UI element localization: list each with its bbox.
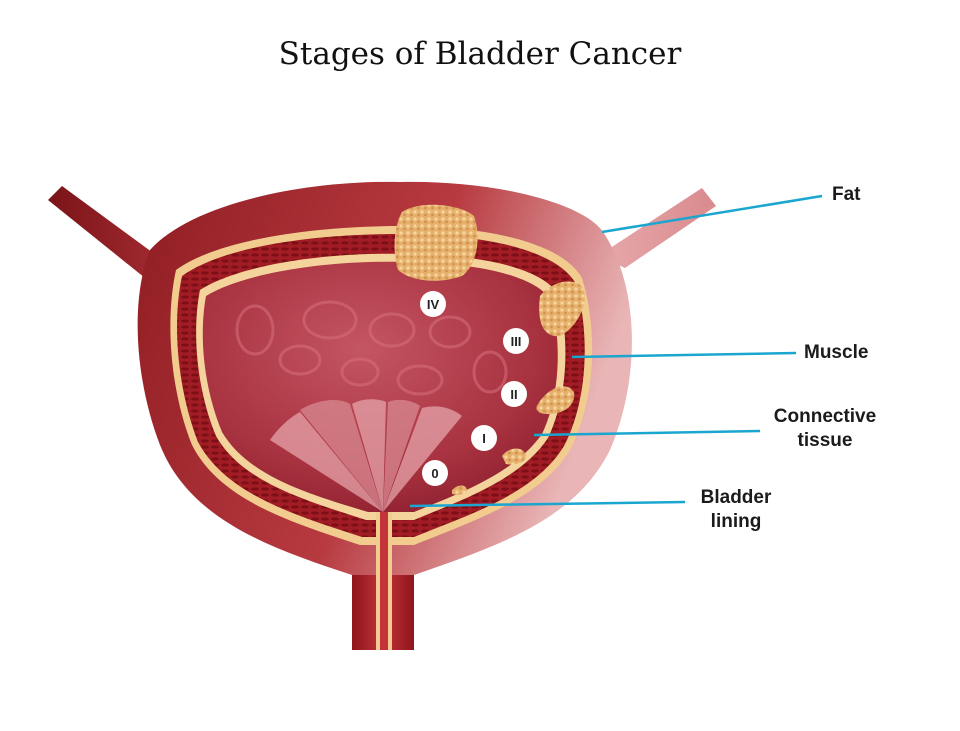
connective-pointer-line: [533, 429, 761, 437]
label-fat: Fat: [832, 183, 861, 207]
svg-text:IV: IV: [427, 297, 440, 312]
stage-marker-0: 0: [422, 460, 448, 486]
label-bladder-lining: Bladder lining: [686, 486, 786, 534]
label-muscle: Muscle: [804, 341, 868, 365]
label-connective-tissue: Connective tissue: [760, 405, 890, 453]
stage-marker-i: I: [471, 425, 497, 451]
label-fat-text: Fat: [832, 184, 861, 205]
svg-text:III: III: [511, 334, 522, 349]
stage-marker-iv: IV: [420, 291, 446, 317]
label-lining-line2: lining: [710, 511, 762, 532]
interior-texture: [235, 300, 508, 396]
label-lining-line1: Bladder: [700, 487, 772, 508]
left-ureter: [48, 186, 160, 282]
svg-text:II: II: [510, 387, 517, 402]
tumor-stage-i: [502, 448, 526, 465]
muscle-pointer-line: [571, 351, 797, 359]
right-ureter: [598, 188, 716, 268]
fat-pointer-line: [601, 194, 823, 234]
label-muscle-text: Muscle: [804, 342, 869, 363]
tumor-stage-0: [452, 485, 467, 495]
tumor-stage-ii: [536, 386, 575, 414]
svg-text:0: 0: [431, 466, 438, 481]
lining-pointer-line: [409, 500, 686, 508]
label-connective-line2: tissue: [797, 430, 853, 451]
trigone-folds: [270, 399, 462, 512]
svg-text:I: I: [482, 431, 486, 446]
label-connective-line1: Connective: [773, 406, 877, 427]
stage-marker-ii: II: [501, 381, 527, 407]
tumor-stage-iv: [394, 204, 478, 281]
tumor-stage-iii: [539, 281, 585, 337]
stage-marker-iii: III: [503, 328, 529, 354]
page-title: Stages of Bladder Cancer: [278, 36, 682, 72]
